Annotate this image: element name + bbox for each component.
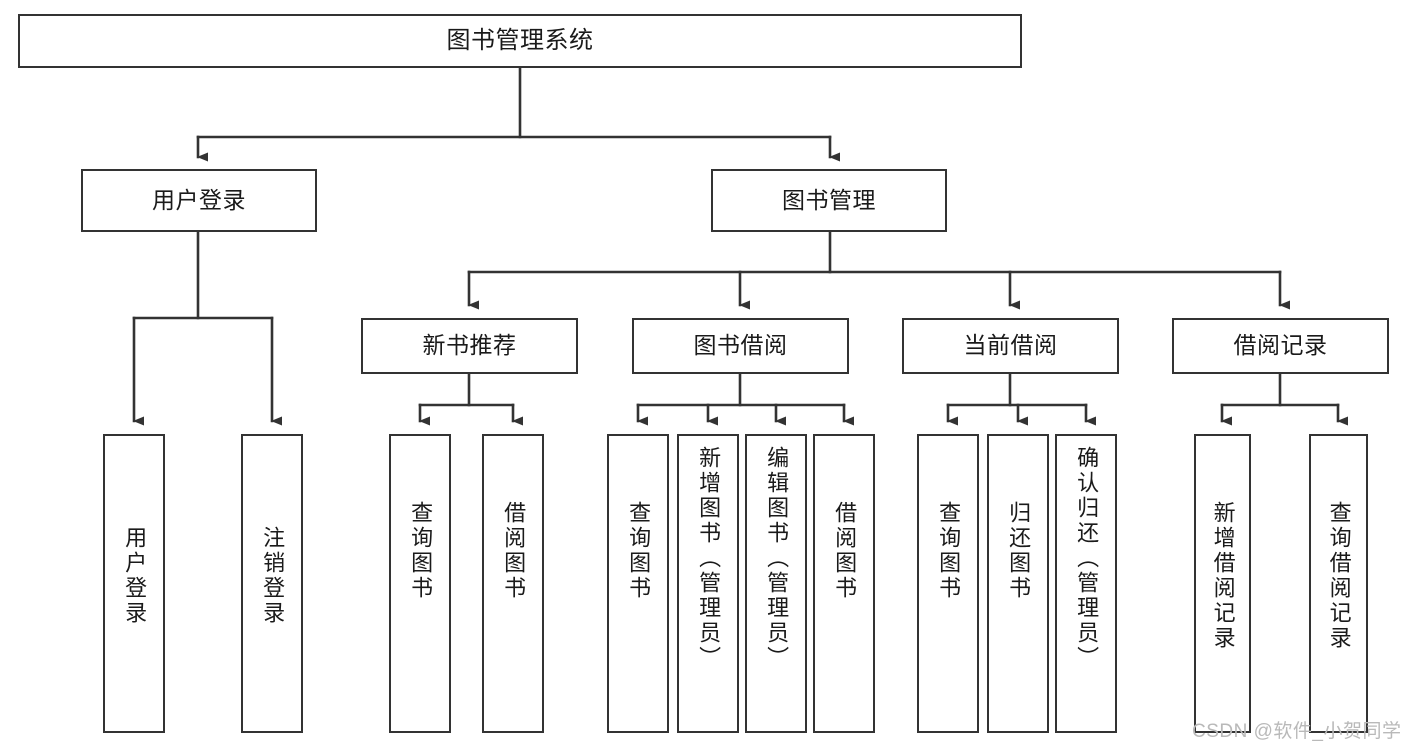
node-label: 归还图书	[1006, 501, 1032, 601]
node-new-book-recommend[interactable]: 新书推荐	[361, 318, 578, 374]
node-label: 查询借阅记录	[1326, 501, 1352, 651]
leaf-logout[interactable]: 注销登录	[241, 434, 303, 733]
node-label: 用户登录	[122, 526, 148, 626]
leaf-br-add-record[interactable]: 新增借阅记录	[1194, 434, 1251, 733]
node-label: 查询图书	[936, 501, 962, 601]
node-label: 编辑图书（管理员）	[764, 446, 790, 671]
node-label: 新增借阅记录	[1210, 501, 1236, 651]
leaf-user-login[interactable]: 用户登录	[103, 434, 165, 733]
leaf-cb-return-book[interactable]: 归还图书	[987, 434, 1049, 733]
node-book-borrow[interactable]: 图书借阅	[632, 318, 849, 374]
node-label: 图书管理系统	[446, 26, 594, 54]
node-current-borrow[interactable]: 当前借阅	[902, 318, 1119, 374]
leaf-cb-confirm-return-admin[interactable]: 确认归还（管理员）	[1055, 434, 1117, 733]
leaf-bb-query-book[interactable]: 查询图书	[607, 434, 669, 733]
node-root-system[interactable]: 图书管理系统	[18, 14, 1022, 68]
node-label: 注销登录	[260, 526, 286, 626]
node-label: 用户登录	[152, 186, 246, 213]
csdn-watermark: CSDN @软件_小贺同学	[1192, 721, 1402, 742]
node-label: 查询图书	[408, 501, 434, 601]
node-label: 借阅图书	[501, 501, 527, 601]
leaf-bb-borrow-book[interactable]: 借阅图书	[813, 434, 875, 733]
node-label: 当前借阅	[963, 332, 1058, 359]
node-label: 新书推荐	[422, 332, 517, 359]
node-label: 借阅记录	[1233, 332, 1328, 359]
node-label: 图书借阅	[693, 332, 788, 359]
node-book-management[interactable]: 图书管理	[711, 169, 947, 232]
leaf-bb-add-book-admin[interactable]: 新增图书（管理员）	[677, 434, 739, 733]
node-label: 新增图书（管理员）	[696, 446, 722, 671]
leaf-bb-edit-book-admin[interactable]: 编辑图书（管理员）	[745, 434, 807, 733]
leaf-nb-query-book[interactable]: 查询图书	[389, 434, 451, 733]
node-label: 借阅图书	[832, 501, 858, 601]
node-borrow-record[interactable]: 借阅记录	[1172, 318, 1389, 374]
node-label: 查询图书	[626, 501, 652, 601]
leaf-cb-query-book[interactable]: 查询图书	[917, 434, 979, 733]
leaf-br-query-record[interactable]: 查询借阅记录	[1309, 434, 1368, 733]
node-label: 图书管理	[782, 186, 876, 213]
node-label: 确认归还（管理员）	[1074, 446, 1100, 671]
node-user-login[interactable]: 用户登录	[81, 169, 317, 232]
leaf-nb-borrow-book[interactable]: 借阅图书	[482, 434, 544, 733]
